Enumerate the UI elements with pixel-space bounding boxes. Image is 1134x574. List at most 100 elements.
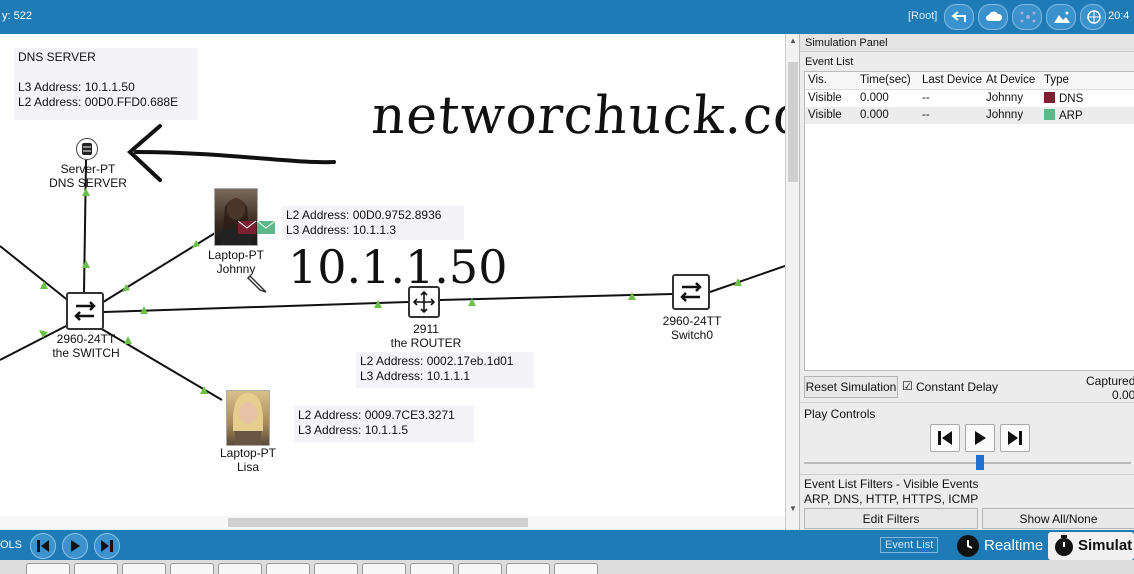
- event-time: 0.000: [860, 109, 889, 121]
- cable-tab[interactable]: [26, 563, 70, 574]
- play-icon[interactable]: [62, 533, 88, 559]
- lisa-infobox: L2 Address: 0009.7CE3.3271 L3 Address: 1…: [294, 406, 474, 442]
- cable-tab[interactable]: [218, 563, 262, 574]
- router-icon[interactable]: [408, 286, 440, 318]
- router-label: 2911 the ROUTER: [376, 322, 476, 350]
- event-table-header: Vis. Time(sec) Last Device At Device Typ…: [805, 72, 1134, 90]
- edit-filters-button[interactable]: Edit Filters: [804, 508, 978, 529]
- cable-tab[interactable]: [554, 563, 598, 574]
- event-at-device: Johnny: [986, 109, 1024, 121]
- lisa-l3: L3 Address: 10.1.1.5: [298, 423, 409, 437]
- skip-forward-icon[interactable]: [94, 533, 120, 559]
- bottom-toolbar: OLS Event List Realtime Simulat: [0, 530, 1134, 560]
- infobox-title: DNS SERVER: [18, 50, 96, 64]
- event-row[interactable]: Visible 0.000 -- Johnny ARP: [805, 107, 1134, 124]
- johnny-l3: L3 Address: 10.1.1.3: [286, 223, 397, 237]
- cable-tab[interactable]: [74, 563, 118, 574]
- filters-label: Event List Filters - Visible Events: [804, 477, 979, 491]
- column-header[interactable]: Last Device: [922, 74, 983, 86]
- server-name: DNS SERVER: [49, 176, 127, 190]
- infobox-l3: L3 Address: 10.1.1.50: [18, 80, 135, 94]
- event-time: 0.000: [860, 92, 889, 104]
- event-type: ARP: [1059, 110, 1083, 122]
- cable-tab[interactable]: [410, 563, 454, 574]
- event-vis: Visible: [808, 109, 842, 121]
- back-step-button[interactable]: [930, 424, 960, 452]
- router-l3: L3 Address: 10.1.1.1: [360, 369, 471, 383]
- server-icon[interactable]: [76, 138, 98, 160]
- play-controls-label: Play Controls: [804, 407, 876, 421]
- realtime-mode-button[interactable]: Realtime: [954, 533, 1043, 559]
- captured-value: 0.00: [1112, 388, 1134, 402]
- constant-delay-checkbox[interactable]: ☑: [902, 379, 913, 393]
- simulation-mode-button[interactable]: Simulat: [1048, 532, 1134, 560]
- play-button[interactable]: [965, 424, 995, 452]
- lisa-name: Lisa: [236, 460, 259, 474]
- clock-icon: [957, 535, 979, 557]
- johnny-name: Johnny: [216, 262, 256, 276]
- coordinate-readout: y: 522: [2, 10, 32, 22]
- workspace-canvas[interactable]: networchuck.coffee 10.1.1.50 DNS SERVER …: [0, 34, 785, 530]
- event-list-toggle[interactable]: Event List: [880, 537, 939, 553]
- captured-label: Captured: [1086, 374, 1134, 388]
- type-swatch: [1044, 92, 1055, 103]
- column-header[interactable]: At Device: [986, 74, 1036, 86]
- johnny-avatar[interactable]: [214, 188, 258, 246]
- hand-drawn-arrows: [127, 124, 336, 182]
- slider-thumb[interactable]: [976, 455, 984, 470]
- back-icon[interactable]: [944, 4, 974, 30]
- dns-server-infobox: DNS SERVER L3 Address: 10.1.1.50 L2 Addr…: [14, 48, 198, 120]
- event-list-title: Event List: [805, 56, 854, 68]
- switch0-model: 2960-24TT: [662, 314, 722, 328]
- device-tray: [0, 560, 1134, 574]
- cable-tab[interactable]: [314, 563, 358, 574]
- network-icon[interactable]: [1012, 4, 1042, 30]
- canvas-horizontal-scrollbar[interactable]: [0, 516, 785, 530]
- switch-icon[interactable]: [66, 292, 104, 330]
- lisa-label: Laptop-PT Lisa: [206, 446, 290, 474]
- cable-tab[interactable]: [170, 563, 214, 574]
- envelope-icon[interactable]: [237, 220, 278, 236]
- reset-simulation-button[interactable]: Reset Simulation: [804, 376, 898, 398]
- cable-tab[interactable]: [122, 563, 166, 574]
- router-name: the ROUTER: [390, 336, 462, 350]
- show-all-none-button[interactable]: Show All/None: [982, 508, 1134, 529]
- canvas-vertical-scrollbar[interactable]: ▲ ▼: [785, 34, 799, 530]
- type-swatch: [1044, 109, 1055, 120]
- scroll-thumb[interactable]: [788, 62, 798, 182]
- column-header[interactable]: Type: [1044, 74, 1069, 86]
- cable-tab[interactable]: [266, 563, 310, 574]
- switch0-name: Switch0: [670, 328, 714, 342]
- cable-tab[interactable]: [506, 563, 550, 574]
- server-model: Server-PT: [60, 162, 116, 176]
- scroll-down-icon[interactable]: ▼: [789, 504, 797, 513]
- router-model: 2911: [413, 322, 439, 336]
- column-header[interactable]: Vis.: [808, 74, 827, 86]
- cloud-icon[interactable]: [978, 4, 1008, 30]
- skip-back-icon[interactable]: [30, 533, 56, 559]
- switch0-icon[interactable]: [672, 274, 710, 310]
- lisa-avatar[interactable]: [226, 390, 270, 446]
- pencil-icon: [246, 272, 268, 294]
- scroll-up-icon[interactable]: ▲: [789, 36, 797, 45]
- event-row[interactable]: Visible 0.000 -- Johnny DNS: [805, 90, 1134, 107]
- johnny-label: Laptop-PT Johnny: [196, 248, 276, 276]
- forward-step-button[interactable]: [1000, 424, 1030, 452]
- switch-label: 2960-24TT the SWITCH: [36, 332, 136, 360]
- bottom-left-label: OLS: [0, 539, 23, 551]
- cable-tab[interactable]: [362, 563, 406, 574]
- handwritten-ip: 10.1.1.50: [288, 240, 508, 294]
- top-toolbar: y: 522 [Root] 20:4: [0, 0, 1134, 34]
- globe-icon[interactable]: [1080, 4, 1106, 30]
- column-header[interactable]: Time(sec): [860, 74, 911, 86]
- lisa-l2: L2 Address: 0009.7CE3.3271: [298, 408, 455, 422]
- speed-slider[interactable]: [804, 462, 1131, 464]
- root-label[interactable]: [Root]: [908, 10, 938, 22]
- scroll-thumb[interactable]: [228, 518, 528, 527]
- switch-name: the SWITCH: [52, 346, 120, 360]
- landscape-icon[interactable]: [1046, 4, 1076, 30]
- cable-tab[interactable]: [458, 563, 502, 574]
- simulation-panel: Simulation Panel Event List Vis. Time(se…: [799, 34, 1134, 530]
- realtime-label: Realtime: [984, 537, 1044, 554]
- lisa-model: Laptop-PT: [219, 446, 277, 460]
